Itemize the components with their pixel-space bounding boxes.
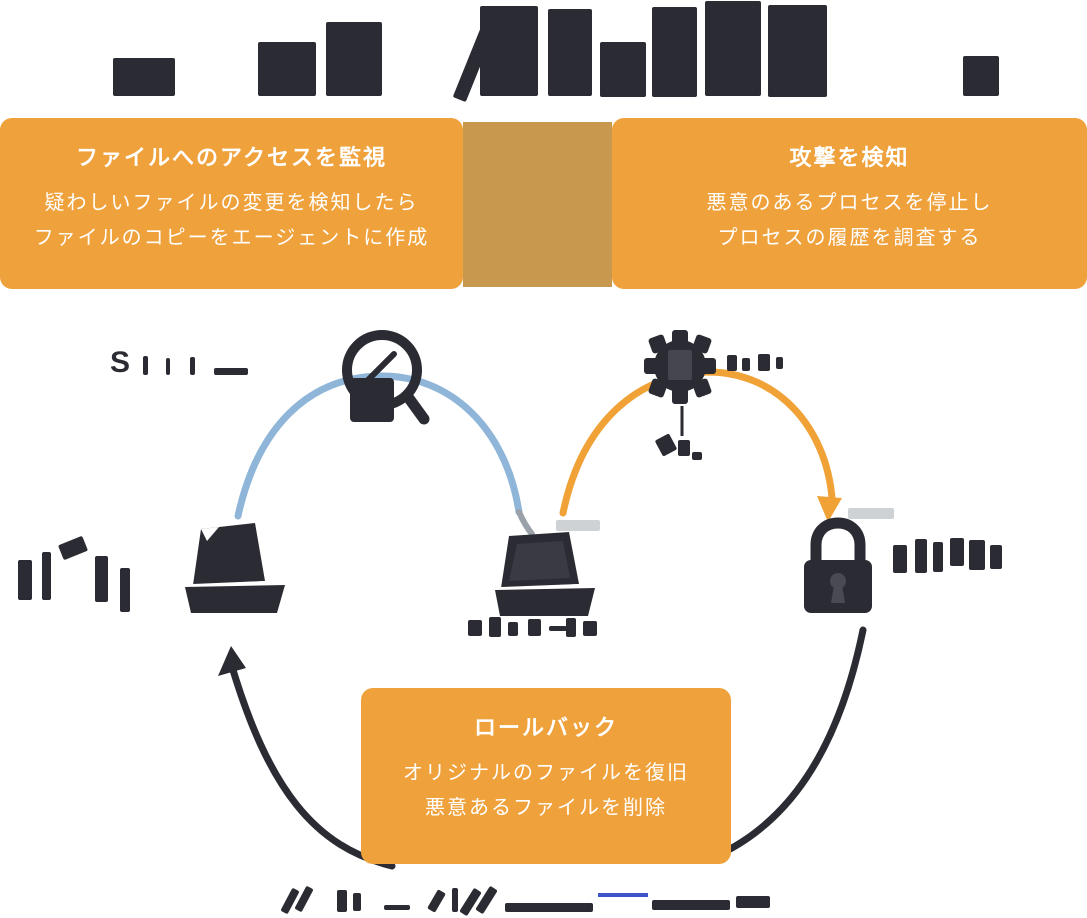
label-fragment bbox=[848, 508, 894, 519]
magnifier-file-icon bbox=[342, 330, 430, 425]
title-fragment bbox=[326, 22, 382, 96]
center-laptop-icon bbox=[495, 532, 595, 616]
label-fragment bbox=[18, 560, 32, 600]
label-fragment bbox=[95, 556, 108, 602]
blue-arc bbox=[234, 372, 523, 520]
title-fragment bbox=[258, 42, 316, 96]
monitor-box: ファイルへのアクセスを監視 疑わしいファイルの変更を検知したら ファイルのコピー… bbox=[0, 118, 463, 289]
detect-box: 攻撃を検知 悪意のあるプロセスを停止し プロセスの履歴を調査する bbox=[612, 118, 1087, 289]
dark-arc-right bbox=[710, 626, 867, 861]
box-connector-strip bbox=[463, 122, 612, 287]
detect-box-title: 攻撃を検知 bbox=[789, 145, 910, 170]
padlock-icon bbox=[804, 517, 872, 613]
monitor-box-line1: 疑わしいファイルの変更を検知したら bbox=[44, 192, 419, 214]
label-fragment bbox=[566, 618, 576, 637]
label-fragment bbox=[508, 622, 518, 636]
label-fragment bbox=[549, 626, 567, 631]
label-fragment bbox=[120, 568, 130, 612]
safe-files-label-partial: S bbox=[110, 346, 132, 379]
title-fragment bbox=[652, 7, 697, 97]
caption-fragment bbox=[452, 888, 458, 912]
orange-arc-arrowhead bbox=[817, 496, 842, 522]
label-fragment bbox=[528, 619, 541, 636]
label-fragment bbox=[143, 356, 148, 375]
caption-fragment bbox=[337, 890, 347, 912]
label-fragment bbox=[776, 357, 783, 369]
rollback-box: ロールバック オリジナルのファイルを復旧 悪意あるファイルを削除 bbox=[361, 688, 731, 864]
caption-fragment bbox=[384, 905, 410, 910]
label-fragment bbox=[468, 620, 482, 636]
caption-fragment-blue bbox=[598, 893, 648, 897]
label-fragment bbox=[893, 545, 907, 573]
detect-box-line1: 悪意のあるプロセスを停止し bbox=[706, 192, 993, 214]
dark-arc-left-arrowhead bbox=[218, 646, 246, 676]
detect-box-line2: プロセスの履歴を調査する bbox=[717, 227, 982, 249]
title-fragment bbox=[705, 1, 761, 96]
title-fragment bbox=[600, 42, 646, 97]
label-fragment bbox=[190, 357, 195, 375]
label-fragment bbox=[556, 520, 600, 531]
label-fragment bbox=[489, 617, 501, 637]
label-fragment bbox=[166, 358, 170, 375]
left-laptop-icon bbox=[185, 523, 285, 613]
blue-arc-gray-tail bbox=[516, 509, 535, 537]
label-fragment bbox=[969, 540, 985, 570]
title-fragment bbox=[113, 58, 175, 96]
caption-fragment bbox=[353, 893, 361, 911]
rollback-box-line2: 悪意あるファイルを削除 bbox=[425, 797, 667, 819]
label-fragment bbox=[990, 545, 1002, 569]
caption-fragment bbox=[652, 900, 730, 910]
caption-fragment bbox=[736, 896, 770, 908]
process-gear-icon bbox=[644, 330, 716, 460]
caption-fragment bbox=[505, 903, 593, 912]
rollback-box-title: ロールバック bbox=[473, 715, 618, 740]
rollback-box-line1: オリジナルのファイルを復旧 bbox=[403, 762, 689, 784]
label-fragment bbox=[758, 354, 770, 371]
title-fragment bbox=[768, 5, 827, 97]
title-fragment bbox=[548, 9, 592, 96]
label-fragment bbox=[933, 542, 943, 572]
label-fragment bbox=[915, 539, 927, 573]
label-fragment bbox=[42, 552, 51, 600]
label-fragment bbox=[583, 621, 597, 636]
title-fragment bbox=[963, 56, 999, 96]
label-fragment bbox=[214, 368, 248, 375]
label-fragment bbox=[742, 358, 750, 371]
monitor-box-line2: ファイルのコピーをエージェントに作成 bbox=[33, 227, 430, 249]
label-fragment bbox=[950, 538, 964, 566]
label-fragment bbox=[727, 355, 737, 371]
monitor-box-title: ファイルへのアクセスを監視 bbox=[76, 145, 387, 170]
